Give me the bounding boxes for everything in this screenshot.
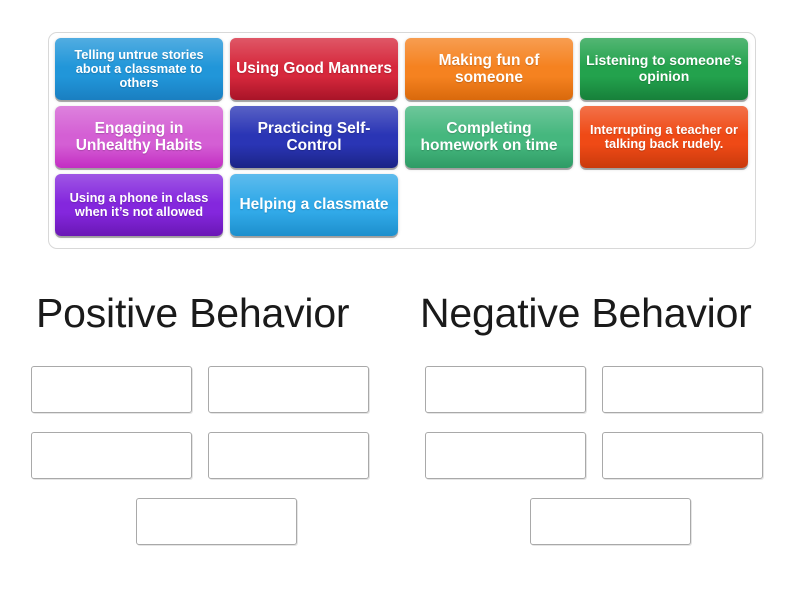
draggable-tiles-tray: Telling untrue stories about a classmate… (48, 32, 756, 249)
draggable-tile[interactable]: Telling untrue stories about a classmate… (55, 38, 223, 100)
category-heading-negative: Negative Behavior (420, 290, 752, 336)
dropzone-row (425, 432, 795, 479)
tile-label: Engaging in Unhealthy Habits (75, 119, 203, 154)
tile-label: Telling untrue stories about a classmate… (74, 46, 204, 91)
tile-label: Using Good Manners (236, 60, 392, 78)
dropzone-column-negative (425, 366, 795, 556)
draggable-tile[interactable]: Listening to someone’s opinion (580, 38, 748, 100)
draggable-tile[interactable]: Helping a classmate (230, 174, 398, 236)
draggable-tile[interactable]: Practicing Self-Control (230, 106, 398, 168)
dropzone-row (31, 432, 401, 479)
dropzone-row (31, 366, 401, 413)
dropzone-slot[interactable] (31, 432, 192, 479)
tile-label: Helping a classmate (239, 196, 389, 214)
dropzone-slot[interactable] (31, 366, 192, 413)
tile-label: Completing homework on time (420, 119, 558, 154)
dropzone-slot[interactable] (602, 432, 763, 479)
draggable-tile[interactable]: Engaging in Unhealthy Habits (55, 106, 223, 168)
tile-label: Practicing Self-Control (257, 119, 371, 154)
dropzone-slot[interactable] (208, 366, 369, 413)
dropzone-row (425, 366, 795, 413)
tile-label: Making fun of someone (438, 51, 540, 86)
draggable-tile[interactable]: Using Good Manners (230, 38, 398, 100)
dropzone-slot[interactable] (425, 366, 586, 413)
dropzone-row (425, 498, 795, 545)
tile-label: Listening to someone’s opinion (586, 52, 742, 84)
dropzone-row (31, 498, 401, 545)
dropzone-slot[interactable] (425, 432, 586, 479)
tile-grid: Telling untrue stories about a classmate… (55, 38, 749, 236)
dropzone-slot[interactable] (208, 432, 369, 479)
category-heading-positive: Positive Behavior (36, 290, 350, 336)
draggable-tile[interactable]: Making fun of someone (405, 38, 573, 100)
draggable-tile[interactable]: Interrupting a teacher or talking back r… (580, 106, 748, 168)
draggable-tile[interactable]: Using a phone in class when it’s not all… (55, 174, 223, 236)
dropzone-slot[interactable] (529, 498, 691, 545)
dropzone-column-positive (31, 366, 401, 556)
dropzone-slot[interactable] (602, 366, 763, 413)
dropzone-slot[interactable] (135, 498, 297, 545)
tile-label: Using a phone in class when it’s not all… (69, 189, 209, 219)
tile-label: Interrupting a teacher or talking back r… (590, 121, 738, 151)
draggable-tile[interactable]: Completing homework on time (405, 106, 573, 168)
